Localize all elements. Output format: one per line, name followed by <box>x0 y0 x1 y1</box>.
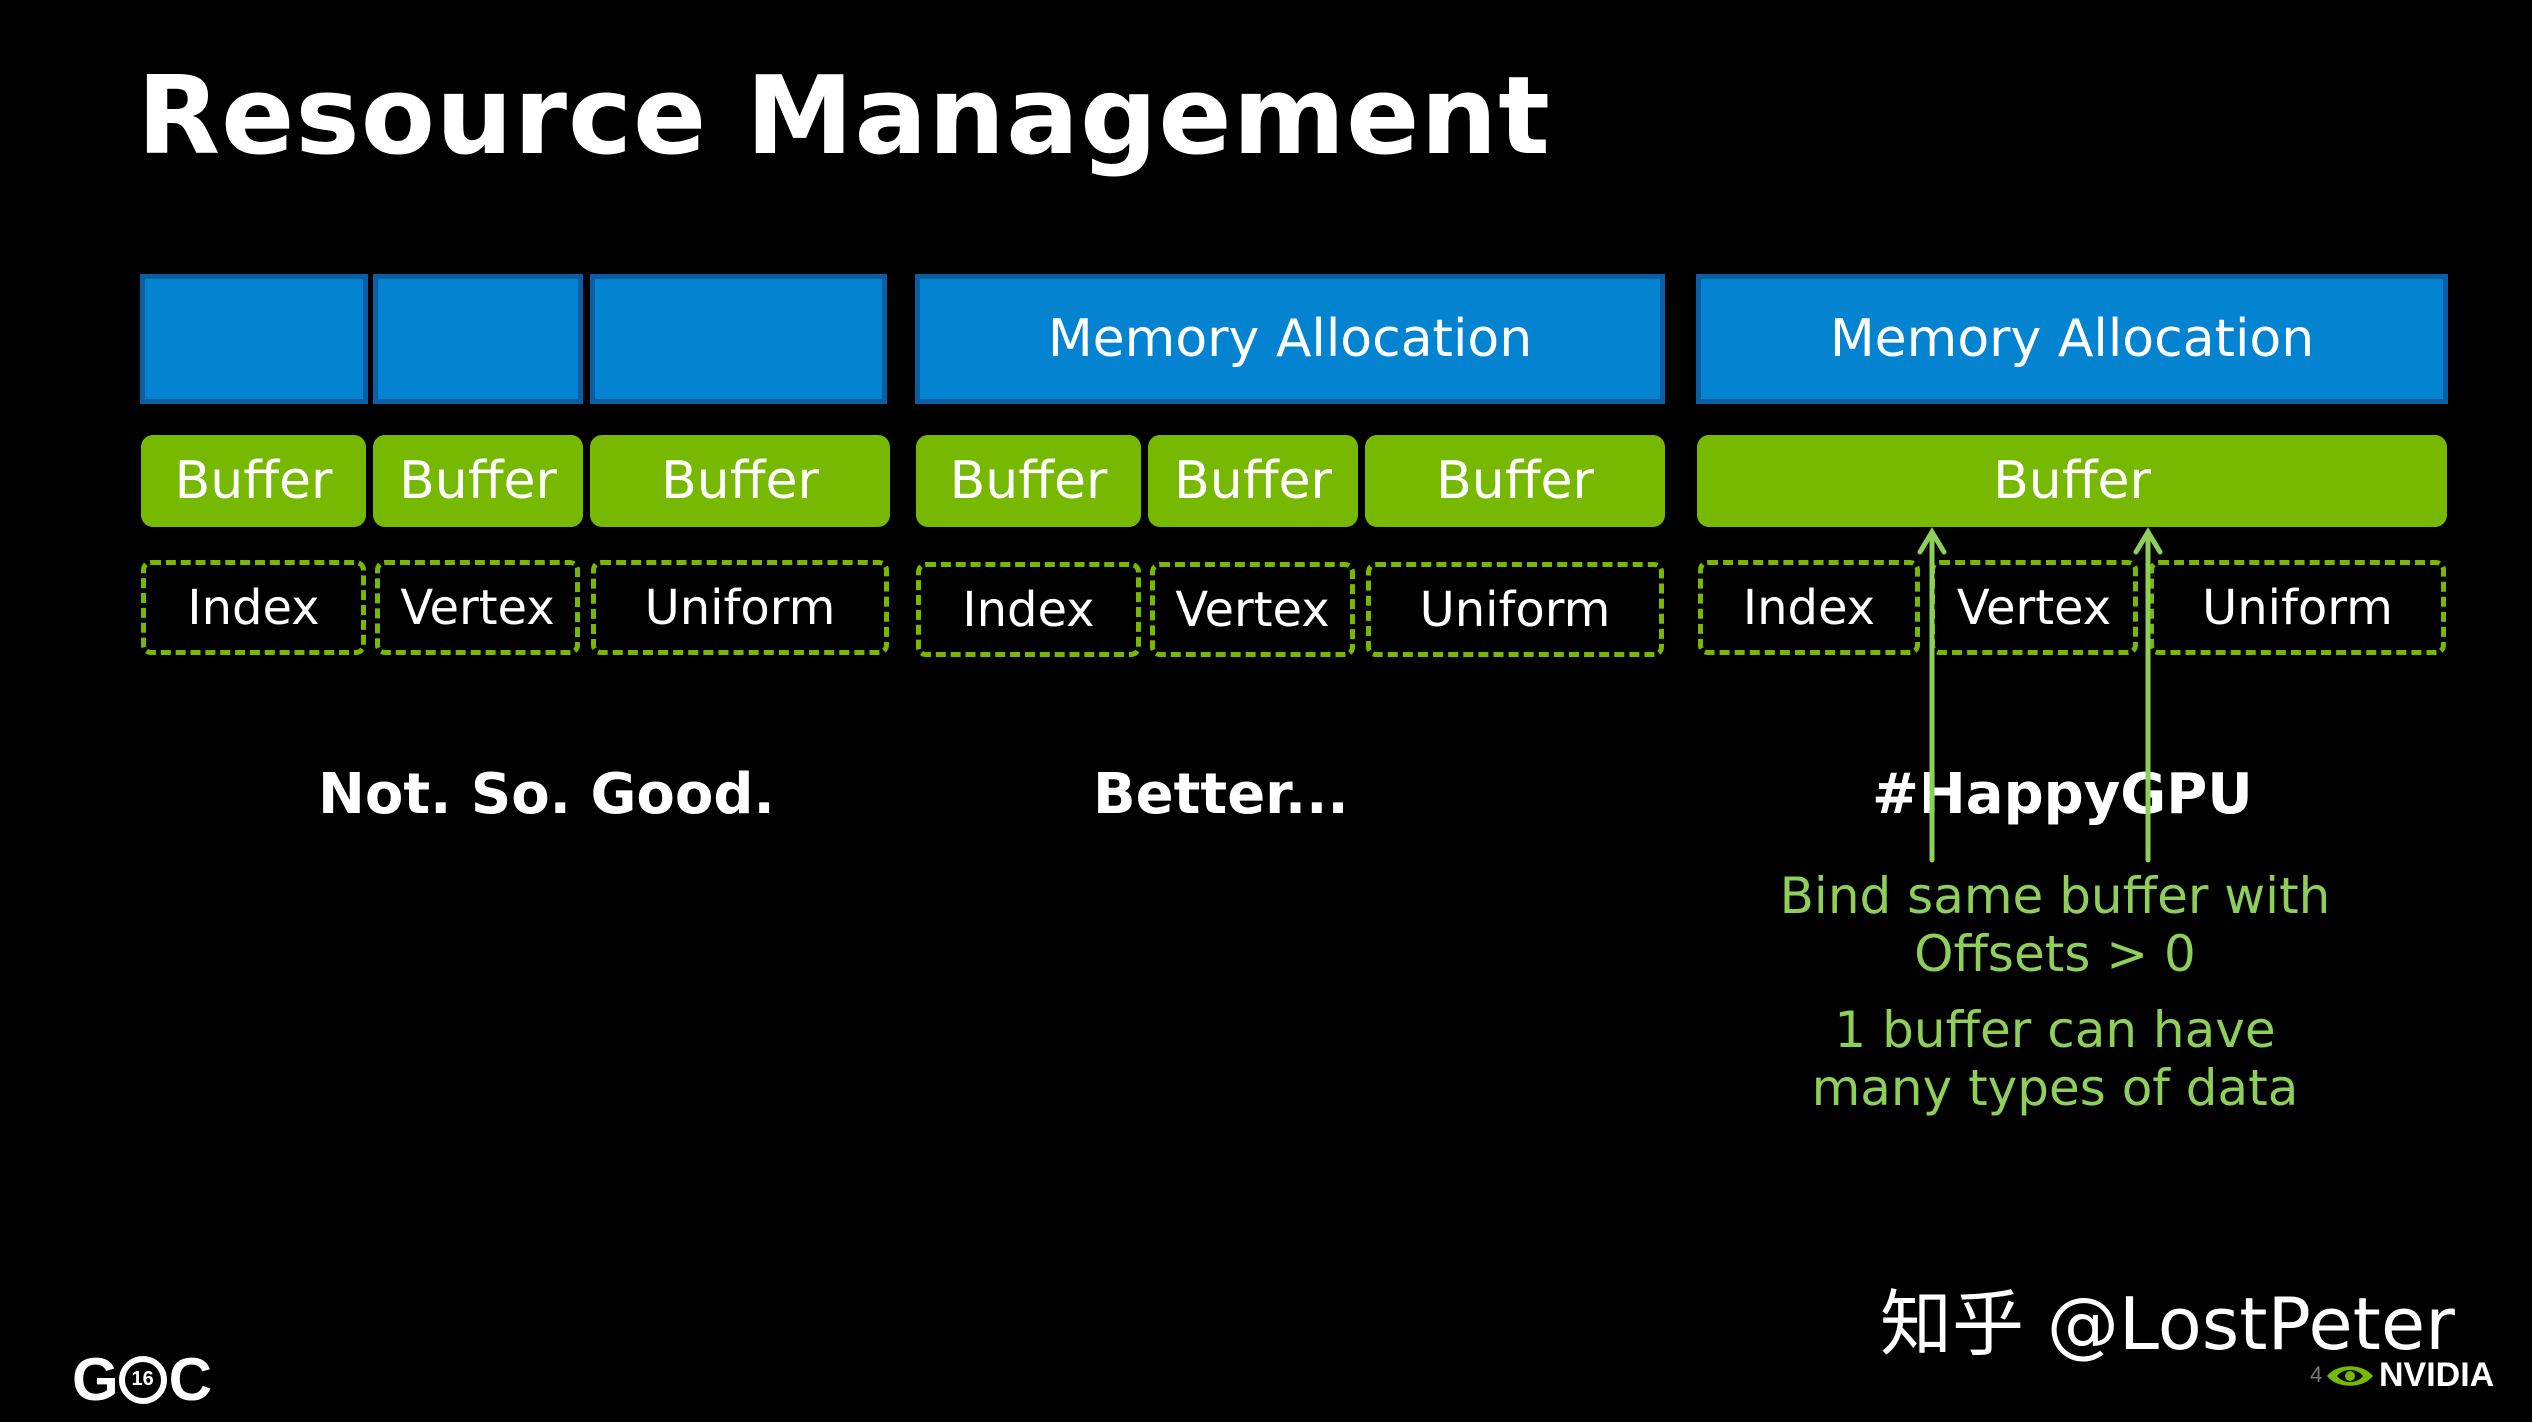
note-line: Bind same buffer with <box>1779 867 2331 925</box>
note-one-buffer-many-types: 1 buffer can have many types of data <box>1755 1001 2355 1117</box>
buffer-block: Buffer <box>1365 435 1665 527</box>
gdc-logo-year: 16 <box>118 1355 167 1404</box>
watermark-text: 知乎 @LostPeter <box>1880 1282 2455 1366</box>
type-uniform: Uniform <box>591 560 889 655</box>
memory-allocation-block: Memory Allocation <box>915 274 1665 404</box>
buffer-block: Buffer <box>916 435 1141 527</box>
type-vertex: Vertex <box>375 560 580 655</box>
gdc-logo: G 16 C <box>72 1345 212 1414</box>
buffer-block: Buffer <box>1148 435 1358 527</box>
note-line: Offsets > 0 <box>1914 924 2196 983</box>
offset-arrow-1-head <box>1917 527 1947 555</box>
type-index: Index <box>1698 560 1920 655</box>
buffer-block: Buffer <box>1697 435 2447 527</box>
type-index: Index <box>141 560 366 655</box>
slide-title: Resource Management <box>137 54 1551 179</box>
type-uniform: Uniform <box>1366 562 1664 657</box>
type-index: Index <box>916 562 1141 657</box>
nvidia-eye-icon <box>2327 1365 2373 1386</box>
buffer-block: Buffer <box>141 435 366 527</box>
gdc-logo-g: G <box>72 1346 119 1413</box>
note-bind-same-buffer: Bind same buffer with Offsets > 0 <box>1755 867 2355 983</box>
page-number: 4 <box>2310 1362 2323 1387</box>
buffer-block: Buffer <box>590 435 890 527</box>
memory-allocation-block: Memory Allocation <box>1696 274 2448 404</box>
memory-block <box>140 274 368 404</box>
memory-block <box>373 274 583 404</box>
type-vertex: Vertex <box>1150 562 1355 657</box>
note-line: 1 buffer can have <box>1834 1001 2276 1059</box>
caption-better: Better... <box>1093 762 1349 827</box>
note-line: many types of data <box>1811 1058 2299 1117</box>
caption-happygpu: #HappyGPU <box>1872 762 2253 827</box>
type-uniform: Uniform <box>2149 560 2446 655</box>
type-vertex: Vertex <box>1930 560 2138 655</box>
gdc-logo-c: C <box>168 1346 212 1413</box>
offset-arrow-2-head <box>2133 527 2163 555</box>
memory-block <box>590 274 887 404</box>
caption-not-so-good: Not. So. Good. <box>318 762 775 827</box>
nvidia-wordmark: NVIDIA <box>2379 1356 2495 1394</box>
nvidia-logo: NVIDIA <box>2325 1356 2494 1395</box>
buffer-block: Buffer <box>373 435 583 527</box>
